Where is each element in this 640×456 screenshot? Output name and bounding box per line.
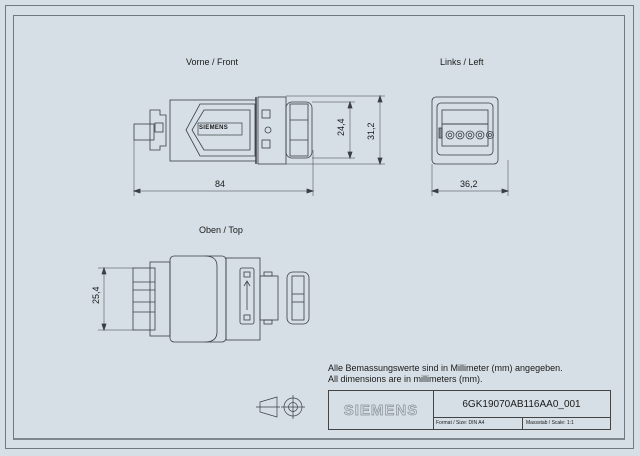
projection-symbol-icon bbox=[256, 395, 305, 419]
top-view-drawing bbox=[98, 255, 310, 343]
siemens-logo: SIEMENS bbox=[343, 401, 419, 419]
front-logo-text: SIEMENS bbox=[199, 125, 229, 131]
drawing-number: 6GK19070AB116AA0_001 bbox=[433, 391, 610, 418]
note-german: Alle Bemassungswerte sind in Millimeter … bbox=[328, 363, 563, 373]
dim-width: 36,2 bbox=[460, 179, 478, 189]
dim-top-height: 25,4 bbox=[91, 286, 101, 304]
note-english: All dimensions are in millimeters (mm). bbox=[328, 374, 483, 384]
front-view-title: Vorne / Front bbox=[186, 57, 239, 67]
title-block-logo: SIEMENS bbox=[329, 391, 434, 429]
drawing-frame-outer bbox=[5, 5, 634, 449]
scale: Massstab / Scale: 1:1 bbox=[526, 420, 574, 426]
title-block: SIEMENS 6GK19070AB116AA0_001 Format / Si… bbox=[328, 390, 611, 430]
dim-length: 84 bbox=[215, 179, 226, 189]
dim-inner-height: 24,4 bbox=[336, 118, 346, 136]
left-view-title: Links / Left bbox=[440, 57, 484, 67]
left-view-drawing bbox=[430, 96, 510, 196]
format-size: Format / Size: DIN A4 bbox=[433, 417, 523, 429]
drawing-frame-inner bbox=[13, 15, 625, 440]
top-view-title: Oben / Top bbox=[199, 225, 243, 235]
front-view-drawing bbox=[132, 94, 385, 196]
dim-outer-height: 31,2 bbox=[366, 122, 376, 140]
